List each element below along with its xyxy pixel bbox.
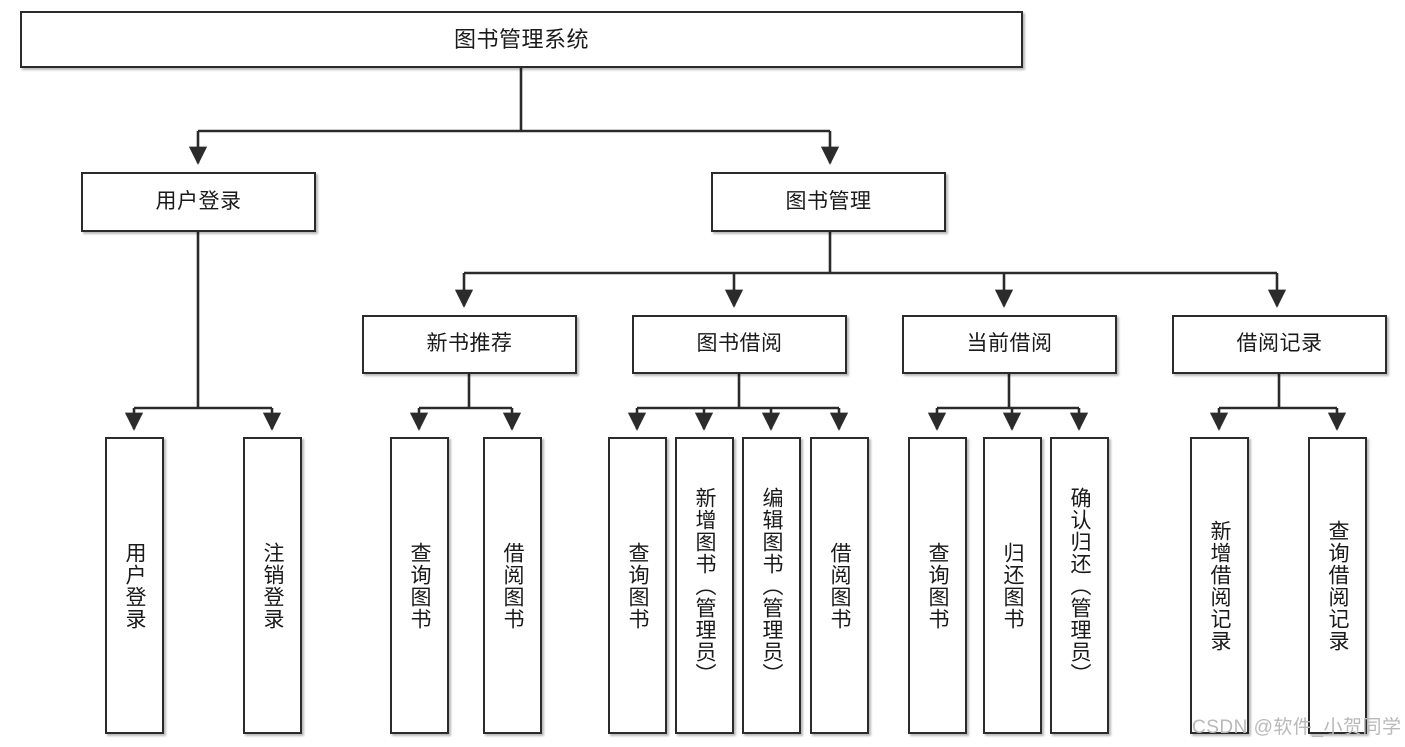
leaf-logout-label: 注销登录 bbox=[261, 542, 284, 630]
node-borrow-record[interactable]: 借阅记录 bbox=[1172, 315, 1387, 374]
leaf-borrow-book[interactable]: 借阅图书 bbox=[810, 437, 869, 734]
leaf-borrow-book-recommend-label: 借阅图书 bbox=[501, 542, 524, 630]
node-root[interactable]: 图书管理系统 bbox=[20, 11, 1023, 68]
node-new-book-recommend[interactable]: 新书推荐 bbox=[362, 315, 577, 374]
leaf-query-borrow-record-label: 查询借阅记录 bbox=[1326, 520, 1349, 652]
leaf-return-book-label: 归还图书 bbox=[1001, 542, 1024, 630]
node-book-management[interactable]: 图书管理 bbox=[711, 172, 946, 232]
node-current-borrow[interactable]: 当前借阅 bbox=[902, 315, 1117, 374]
node-book-borrow[interactable]: 图书借阅 bbox=[632, 315, 847, 374]
leaf-edit-book-admin[interactable]: 编辑图书（管理员） bbox=[742, 437, 801, 734]
leaf-borrow-book-recommend[interactable]: 借阅图书 bbox=[483, 437, 542, 734]
leaf-query-book-borrow[interactable]: 查询图书 bbox=[608, 437, 667, 734]
leaf-query-book-borrow-label: 查询图书 bbox=[626, 542, 649, 630]
leaf-user-login-label: 用户登录 bbox=[123, 542, 146, 630]
leaf-add-book-admin[interactable]: 新增图书（管理员） bbox=[675, 437, 734, 734]
node-root-label: 图书管理系统 bbox=[453, 26, 589, 52]
leaf-confirm-return-admin-label: 确认归还（管理员） bbox=[1068, 487, 1091, 685]
leaf-add-borrow-record-label: 新增借阅记录 bbox=[1208, 520, 1231, 652]
leaf-add-borrow-record[interactable]: 新增借阅记录 bbox=[1190, 437, 1249, 734]
node-user-login[interactable]: 用户登录 bbox=[81, 172, 316, 232]
node-new-book-recommend-label: 新书推荐 bbox=[426, 332, 513, 356]
node-book-management-label: 图书管理 bbox=[785, 189, 872, 213]
leaf-add-book-admin-label: 新增图书（管理员） bbox=[693, 487, 716, 685]
leaf-borrow-book-label: 借阅图书 bbox=[828, 542, 851, 630]
leaf-query-book-current[interactable]: 查询图书 bbox=[908, 437, 967, 734]
node-current-borrow-label: 当前借阅 bbox=[966, 332, 1053, 356]
node-book-borrow-label: 图书借阅 bbox=[696, 332, 783, 356]
leaf-query-borrow-record[interactable]: 查询借阅记录 bbox=[1308, 437, 1367, 734]
node-borrow-record-label: 借阅记录 bbox=[1236, 332, 1323, 356]
leaf-user-login[interactable]: 用户登录 bbox=[105, 437, 164, 734]
leaf-logout[interactable]: 注销登录 bbox=[243, 437, 302, 734]
node-user-login-label: 用户登录 bbox=[155, 189, 242, 213]
leaf-query-book-current-label: 查询图书 bbox=[926, 542, 949, 630]
leaf-query-book-recommend-label: 查询图书 bbox=[408, 542, 431, 630]
leaf-query-book-recommend[interactable]: 查询图书 bbox=[390, 437, 449, 734]
leaf-edit-book-admin-label: 编辑图书（管理员） bbox=[760, 487, 783, 685]
leaf-return-book[interactable]: 归还图书 bbox=[983, 437, 1042, 734]
leaf-confirm-return-admin[interactable]: 确认归还（管理员） bbox=[1050, 437, 1109, 734]
